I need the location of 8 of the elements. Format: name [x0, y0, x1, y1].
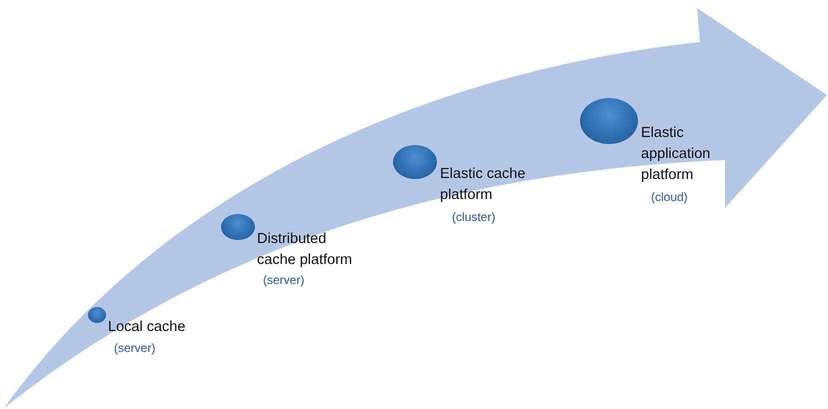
stage-label: Distributed cache platform: [257, 230, 354, 270]
stage-label: Local cache: [108, 318, 186, 337]
stage-label: Elastic cache platform: [440, 165, 526, 205]
deployment-note: (cloud): [651, 190, 688, 204]
deployment-note: (server): [114, 341, 156, 355]
stage-label: Elastic application platform: [641, 124, 712, 185]
deployment-note: (server): [263, 273, 304, 287]
deployment-note: (cluster): [452, 210, 496, 224]
